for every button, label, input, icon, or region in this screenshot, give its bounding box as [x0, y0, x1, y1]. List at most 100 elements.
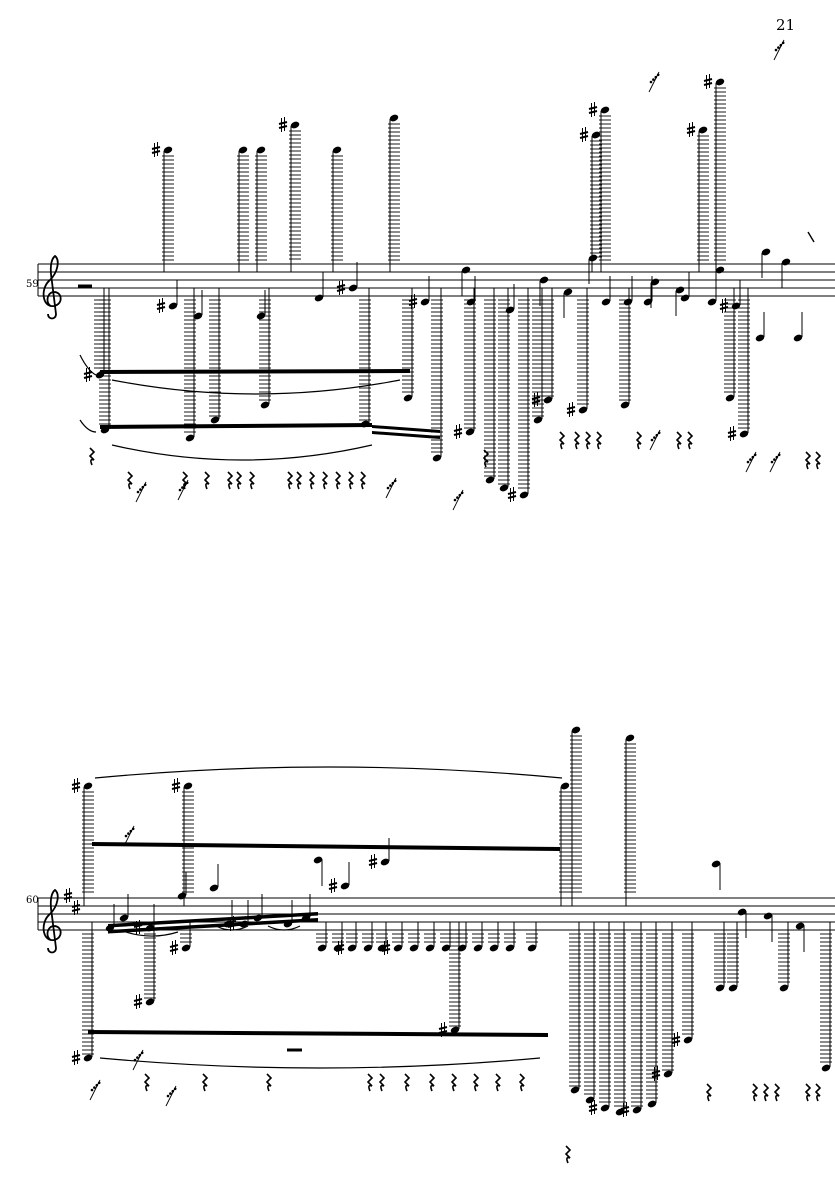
sharp-stroke [71, 1058, 81, 1062]
dot [139, 488, 142, 491]
tremolo-stem [135, 481, 147, 503]
notehead [465, 428, 475, 436]
notehead [489, 944, 499, 952]
notehead [499, 484, 509, 492]
notehead [389, 114, 399, 122]
sharp-stroke [588, 1104, 598, 1108]
notehead [420, 298, 430, 306]
notehead [409, 944, 419, 952]
rest-icon [705, 1083, 713, 1102]
sharp-icon [531, 392, 541, 407]
notehead [425, 944, 435, 952]
tremolo-dots [135, 481, 147, 503]
sharp-icon [686, 122, 696, 137]
rest-icon [558, 431, 566, 450]
tremolo-dots [89, 1079, 101, 1101]
rest-icon [472, 1073, 480, 1092]
notehead [737, 908, 747, 916]
sharp-icon [133, 994, 143, 1009]
notehead [571, 726, 581, 734]
notehead [238, 146, 248, 154]
dot [649, 80, 653, 84]
rest-icon [308, 471, 316, 490]
slur [215, 925, 249, 931]
tremolo-stem [452, 489, 464, 511]
notehead [763, 912, 773, 920]
tremolo-dots [132, 1049, 144, 1071]
tremolo-dots [385, 477, 397, 499]
sharp-stroke [507, 495, 517, 499]
sharp-stroke [727, 430, 737, 434]
notehead [600, 1104, 610, 1112]
sharp-stroke [133, 998, 143, 1002]
sharp-stroke [531, 400, 541, 404]
sharp-stroke [328, 882, 338, 886]
rest-icon [773, 1083, 781, 1102]
sharp-stroke [703, 78, 713, 82]
dot [90, 1088, 94, 1092]
notehead [683, 1036, 693, 1044]
sharp-stroke [727, 434, 737, 438]
dot [770, 460, 774, 464]
beam [100, 423, 372, 429]
rest-icon [235, 471, 243, 490]
slur [111, 379, 401, 395]
notehead [256, 146, 266, 154]
rest-icon [595, 431, 603, 450]
sharp-stroke [63, 896, 73, 900]
sharp-stroke [651, 1074, 661, 1078]
tremolo-dots [745, 451, 757, 473]
notehead [119, 914, 129, 922]
sharp-stroke [651, 1070, 661, 1074]
notehead [711, 860, 721, 868]
rest-icon [143, 1073, 151, 1092]
slur [267, 925, 301, 931]
notehead [347, 944, 357, 952]
sharp-stroke [438, 1026, 448, 1030]
notehead [715, 984, 725, 992]
rest-icon [248, 471, 256, 490]
sharp-stroke [133, 1002, 143, 1006]
tremolo-stem [648, 71, 660, 93]
rest-icon [804, 1083, 812, 1102]
rest-icon [295, 471, 303, 490]
notehead [663, 1070, 673, 1078]
sharp-stroke [71, 1054, 81, 1058]
notehead [563, 288, 573, 296]
sharp-stroke [453, 432, 463, 436]
sharp-icon [151, 142, 161, 157]
rest-icon [347, 471, 355, 490]
notehead [560, 782, 570, 790]
dot [166, 1094, 170, 1098]
sharp-stroke [171, 782, 181, 786]
sharp-stroke [579, 131, 589, 135]
notehead [527, 944, 537, 952]
notehead [715, 78, 725, 86]
notehead [380, 858, 390, 866]
sharp-stroke [278, 125, 288, 129]
notehead [177, 892, 187, 900]
notehead [332, 146, 342, 154]
beam [100, 369, 410, 374]
rest-icon [814, 1083, 822, 1102]
rest-icon [564, 1145, 572, 1164]
notehead [363, 944, 373, 952]
notehead [193, 312, 203, 320]
sharp-icon [156, 298, 166, 313]
dot [386, 486, 390, 490]
rest-icon [378, 1073, 386, 1092]
sharp-icon [703, 74, 713, 89]
sharp-stroke [588, 110, 598, 114]
dot [456, 496, 459, 499]
dot [136, 1056, 139, 1059]
sharp-stroke [151, 150, 161, 154]
rest-icon [226, 471, 234, 490]
notehead [403, 394, 413, 402]
rest-icon [814, 451, 822, 470]
tremolo-stem [132, 1049, 144, 1071]
notehead [779, 984, 789, 992]
notehead [181, 944, 191, 952]
dot [178, 488, 182, 492]
tremolo-dots [648, 71, 660, 93]
notehead [680, 294, 690, 302]
